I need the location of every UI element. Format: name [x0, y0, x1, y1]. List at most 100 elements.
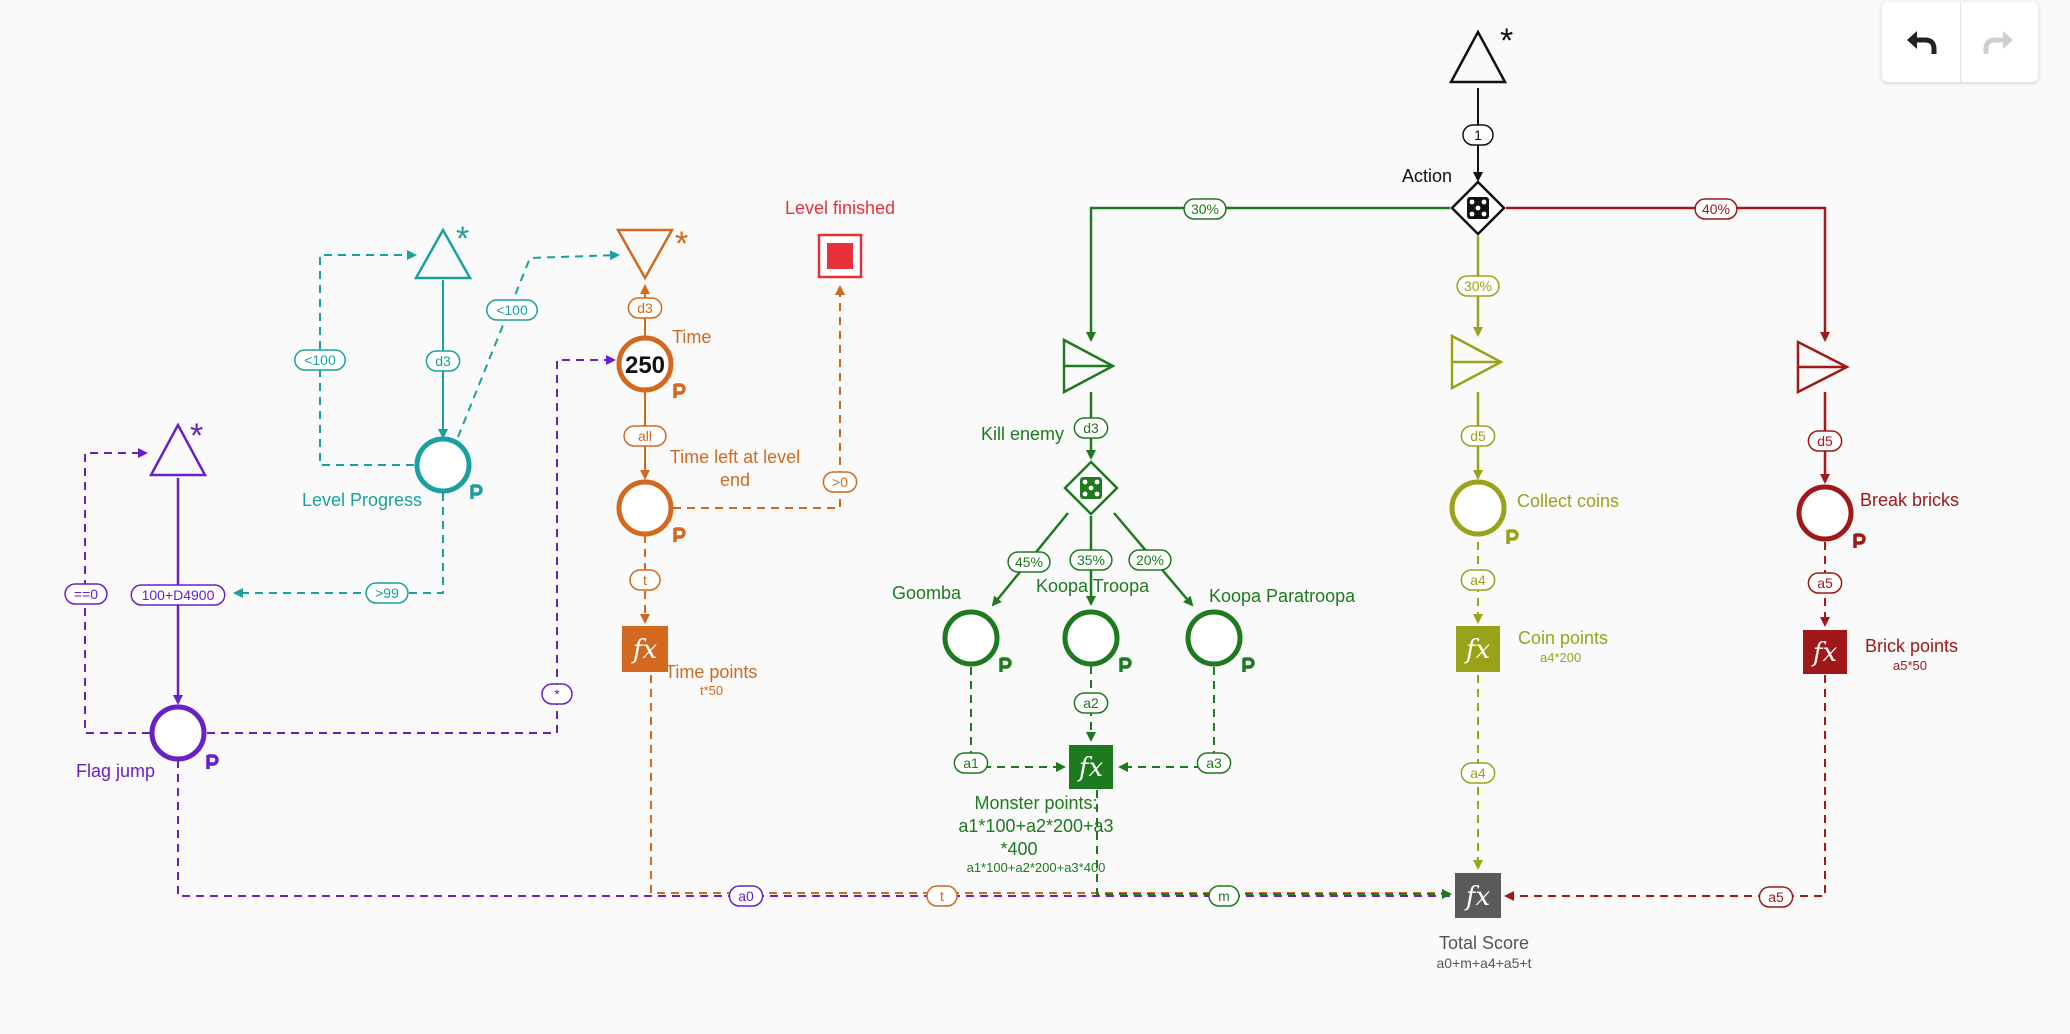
edge-label-time-all[interactable]: all [623, 425, 667, 447]
action-gate[interactable] [1450, 180, 1506, 236]
edge-label-text: a5 [1817, 575, 1833, 591]
edge-label-red-40[interactable]: 40% [1694, 198, 1738, 220]
edge-label-goomba-45[interactable]: 45% [1007, 551, 1051, 573]
undo-button[interactable] [1882, 2, 1960, 82]
edge-label-bricks-d5[interactable]: d5 [1807, 430, 1843, 452]
monster-points-register[interactable]: fx [1069, 745, 1113, 789]
edge-label-text: d3 [435, 353, 451, 369]
edge-time-to-total[interactable] [650, 675, 1450, 894]
edge-label-a1[interactable]: a1 [953, 752, 989, 774]
edge-label-para-20[interactable]: 20% [1128, 549, 1172, 571]
edge-teal-to-flag[interactable] [233, 493, 444, 598]
flag-jump-pool[interactable] [149, 704, 219, 769]
time-drain[interactable]: * [615, 225, 688, 281]
koopa-paratroopa-pool[interactable] [1185, 609, 1255, 672]
edge-label-a2[interactable]: a2 [1073, 692, 1109, 714]
edge-label-text: 30% [1464, 278, 1492, 294]
edge-teal-to-time-drain[interactable] [457, 250, 620, 438]
coin-points-label: Coin points [1518, 628, 1608, 648]
edge-label-bricks-a5-b[interactable]: a5 [1758, 886, 1794, 908]
break-bricks-converter[interactable] [1796, 339, 1850, 395]
kill-enemy-converter[interactable] [1062, 337, 1116, 395]
brick-points-register[interactable]: fx [1803, 630, 1847, 674]
edge-label-bricks-a5[interactable]: a5 [1807, 572, 1843, 594]
edge-label-coins-a4[interactable]: a4 [1460, 569, 1496, 591]
edge-label-text: a0 [738, 888, 754, 904]
edge-label-text: a5 [1768, 889, 1784, 905]
level-progress-source[interactable]: * [413, 220, 473, 280]
edge-orange-level-finished[interactable] [673, 285, 845, 509]
edge-label-bottom-a0[interactable]: a0 [728, 885, 764, 907]
edge-label-purple-star[interactable]: * [541, 683, 573, 705]
edge-label-time-gt0[interactable]: >0 [822, 471, 858, 493]
edge-label-text: 100+D4900 [142, 587, 215, 603]
edge-label-purple-eq0[interactable]: ==0 [64, 583, 108, 605]
p-icon [673, 383, 686, 398]
edge-label-teal-lt100-left[interactable]: <100 [294, 349, 346, 371]
edge-label-teal-lt100-right[interactable]: <100 [486, 299, 538, 321]
total-score-register[interactable]: fx [1455, 873, 1501, 918]
edge-label-time-d3[interactable]: d3 [627, 297, 663, 319]
level-finished-end[interactable] [817, 233, 863, 279]
edge-label-green-30[interactable]: 30% [1183, 198, 1227, 220]
monster-points-formula: a1*100+a2*200+a3*400 [967, 860, 1106, 875]
goomba-pool[interactable] [942, 609, 1012, 672]
edge-label-text: >99 [375, 585, 399, 601]
edge-purple-to-total[interactable] [177, 760, 1450, 897]
edge-a1[interactable] [970, 667, 1066, 772]
redo-arrow-icon [1983, 31, 2014, 54]
break-bricks-pool[interactable] [1796, 484, 1866, 548]
time-pool[interactable]: 250 [616, 335, 686, 398]
edge-action-kill[interactable] [1086, 206, 1450, 342]
kill-enemy-gate[interactable] [1063, 460, 1119, 516]
edge-label-kill-d3[interactable]: d3 [1073, 417, 1109, 439]
p-icon [1242, 657, 1255, 672]
edge-purple-to-time[interactable] [207, 355, 616, 734]
edge-action-bricks[interactable] [1506, 206, 1830, 342]
edge-label-coins-d5[interactable]: d5 [1460, 425, 1496, 447]
edge-label-text: 40% [1702, 201, 1730, 217]
collect-coins-pool[interactable] [1449, 479, 1519, 544]
edge-label-time-t[interactable]: t [629, 569, 661, 591]
edge-monster-to-total[interactable] [1096, 790, 1452, 899]
edge-label-text: a4 [1470, 572, 1486, 588]
edge-label-bottom-m[interactable]: m [1208, 885, 1240, 907]
edge-label-text: d5 [1470, 428, 1486, 444]
time-left-label-line2: end [720, 470, 750, 490]
coin-points-register[interactable]: fx [1456, 626, 1500, 672]
edge-label-coins-a4-b[interactable]: a4 [1460, 762, 1496, 784]
edge-a3[interactable] [1118, 667, 1215, 772]
collect-coins-converter[interactable] [1450, 333, 1504, 391]
edge-bricks-to-total[interactable] [1504, 675, 1826, 901]
edge-label-teal-gt99[interactable]: >99 [365, 582, 409, 604]
level-progress-label: Level Progress [302, 490, 422, 510]
undo-arrow-icon [1906, 31, 1937, 54]
edge-label-olive-30[interactable]: 30% [1456, 275, 1500, 297]
p-icon [1506, 529, 1519, 544]
edge-label-text: a1 [963, 755, 979, 771]
time-points-register[interactable]: fx [622, 626, 668, 672]
koopa-troopa-label: Koopa Troopa [1036, 576, 1150, 596]
koopa-troopa-pool[interactable] [1062, 609, 1132, 672]
break-bricks-label: Break bricks [1860, 490, 1959, 510]
action-source[interactable]: * [1448, 22, 1513, 84]
koopa-paratroopa-label: Koopa Paratroopa [1209, 586, 1356, 606]
flag-jump-source[interactable]: * [148, 417, 208, 477]
monster-points-label-line2: a1*100+a2*200+a3 [958, 816, 1113, 836]
edge-label-bottom-t[interactable]: t [926, 885, 958, 907]
level-finished-label: Level finished [785, 198, 895, 218]
drain-star: * [675, 225, 688, 263]
edge-label-a3[interactable]: a3 [1196, 752, 1232, 774]
time-left-label-line1: Time left at level [670, 447, 800, 467]
level-progress-pool[interactable] [414, 436, 483, 499]
edge-label-purple-range[interactable]: 100+D4900 [130, 584, 226, 606]
edge-purple-loop[interactable] [84, 448, 150, 734]
edge-label-action-one[interactable]: 1 [1462, 124, 1494, 146]
coin-points-formula: a4*200 [1540, 650, 1581, 665]
edge-label-teal-d3[interactable]: d3 [425, 350, 461, 372]
fx-icon: fx [1464, 882, 1491, 912]
edge-label-koopa-35[interactable]: 35% [1069, 549, 1113, 571]
redo-button[interactable] [1959, 2, 2039, 82]
time-left-pool[interactable] [616, 479, 686, 542]
